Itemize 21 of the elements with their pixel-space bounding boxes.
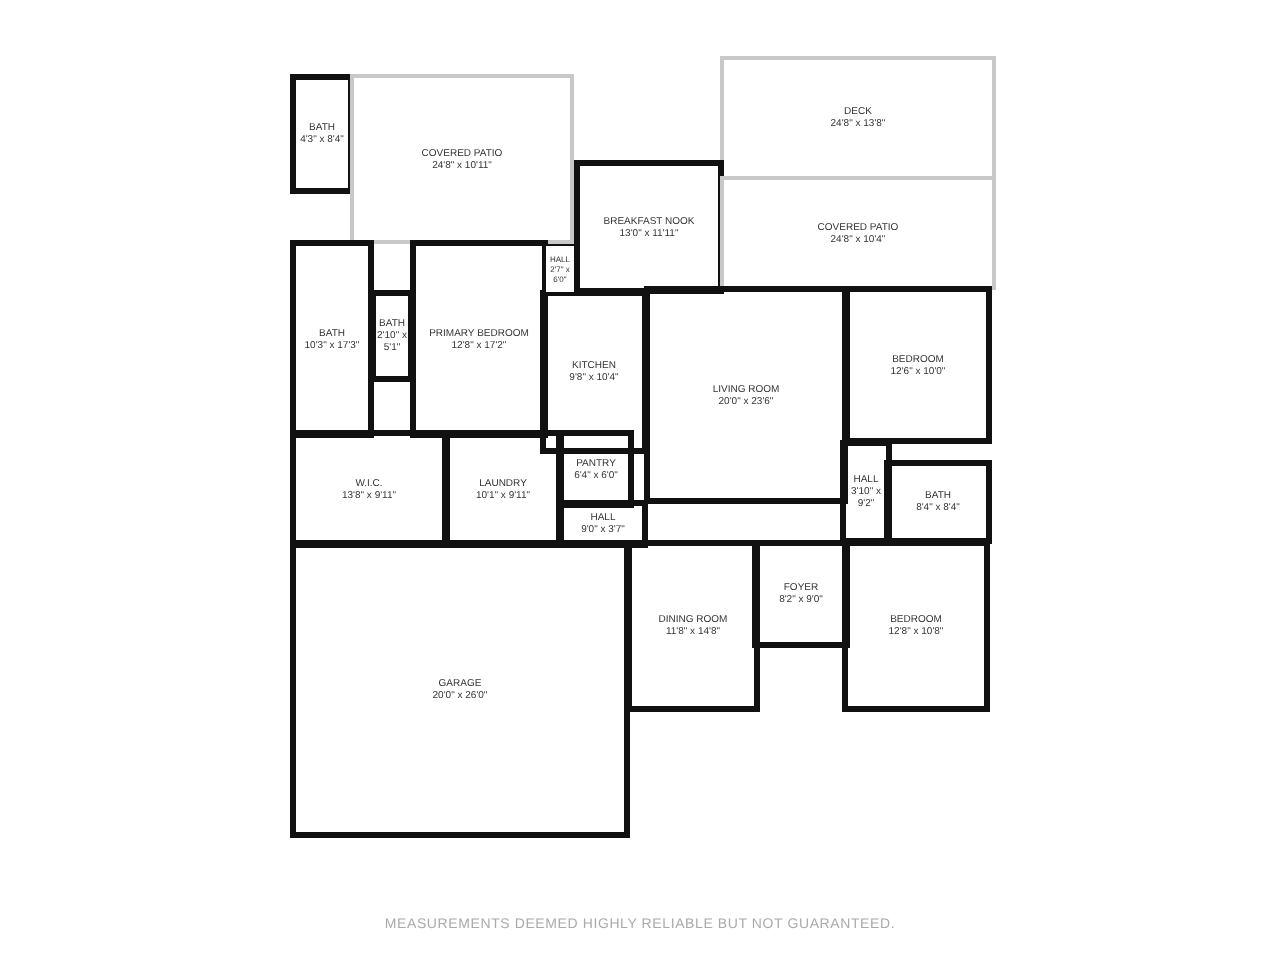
room <box>840 440 892 544</box>
room <box>558 430 634 508</box>
room <box>842 540 990 712</box>
room <box>544 244 576 294</box>
room <box>540 290 648 454</box>
room <box>626 540 760 712</box>
room <box>370 290 414 382</box>
room <box>290 540 630 838</box>
room <box>410 240 548 438</box>
room <box>558 500 648 548</box>
room <box>290 430 448 548</box>
room <box>844 286 992 444</box>
room <box>444 430 562 548</box>
outdoor-area <box>720 56 996 180</box>
room <box>752 540 850 648</box>
room <box>290 74 354 194</box>
outdoor-area <box>720 176 996 290</box>
room <box>884 460 992 544</box>
outdoor-area <box>350 74 574 244</box>
room <box>290 240 374 438</box>
room <box>644 286 848 504</box>
